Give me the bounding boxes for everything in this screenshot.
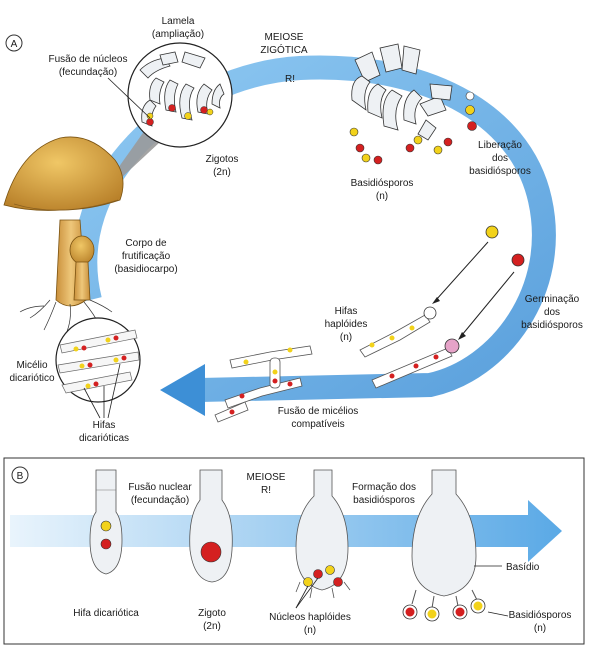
micelio-label: Micélio [16,360,48,371]
micelio-label-sub: dicariótico [9,373,54,384]
hifa-dicariotica-label: Hifa dicariótica [73,608,139,619]
panel-a: A [3,16,583,444]
germinating-hyphae [359,306,460,389]
corpo-label-2: frutificação [122,251,171,262]
falling-spores [432,225,525,340]
lamela-label: Lamela [162,16,195,27]
germinacao-label: Germinação [525,294,580,305]
cycle-arrowhead [160,364,205,416]
r-mark-a: R! [285,74,295,85]
meiose-b-label: MEIOSE [247,472,286,483]
liberacao-label-3: basidiósporos [469,166,531,177]
liberacao-label-2: dos [492,153,508,164]
germinacao-label-2: dos [544,307,560,318]
hifas-dicarioticas-pointers [83,363,121,419]
fusao-nucleos-label: Fusão de núcleos [49,54,128,65]
panel-a-badge [5,34,23,52]
basidiosporos-label: Basidiósporos [351,178,414,189]
dikaryotic-mycelium-view [55,317,141,403]
fusao-micelios-label-sub: compatíveis [291,419,344,430]
panel-a-letter: A [11,39,18,50]
germinacao-label-3: basidiósporos [521,320,583,331]
panel-b-letter: B [17,471,24,482]
liberacao-label: Liberação [478,140,522,151]
released-spores-top [349,91,477,165]
basidia-cluster [351,43,453,141]
panel-b: B [3,457,585,645]
fusao-nuclear-label-sub: (fecundação) [131,495,189,506]
nucleos-haploides-label-sub: (n) [304,625,316,636]
meiose-label: MEIOSE [265,32,304,43]
fusao-nucleos-label-sub: (fecundação) [59,67,117,78]
hifas-dicarioticas-label: Hifas [93,420,116,431]
basidiosporos-b-label-sub: (n) [534,623,546,634]
nucleos-haploides-label: Núcleos haplóides [269,612,351,623]
stage-hifa-dicariotica [89,469,123,575]
hifas-dicarioticas-label-sub: dicarióticas [79,433,129,444]
fusao-nucleos-pointers [107,77,151,119]
zigotos-label-sub: (2n) [213,167,231,178]
basidiosporos-label-sub: (n) [376,191,388,202]
zigotos-label: Zigotos [206,154,239,165]
formacao-label-sub: basidiósporos [353,495,415,506]
mycelium-fusion [214,345,313,423]
stage-basidio [402,469,486,622]
hifas-haploides-label-2: haplóides [325,319,368,330]
zigoto-label: Zigoto [198,608,226,619]
panel-b-badge [11,466,29,484]
hifas-haploides-label: Hifas [335,306,358,317]
lamella-magnified-view [127,42,233,148]
hifas-haploides-label-3: (n) [340,332,352,343]
corpo-label-3: (basidiocarpo) [114,264,177,275]
panel-b-pointers [295,565,509,617]
basidiosporos-b-label: Basidiósporos [509,610,572,621]
meiose-label-sub: ZIGÓTICA [260,43,308,56]
fusao-micelios-label: Fusão de micélios [278,406,359,417]
mushroom-basidiocarp [3,136,124,335]
basidio-label: Basídio [506,562,540,573]
stage-zigoto [189,469,233,583]
fusao-nuclear-label: Fusão nuclear [128,482,192,493]
lamela-label-sub: (ampliação) [152,29,204,40]
stage-nucleos-haploides [295,469,351,599]
formacao-label: Formação dos [352,482,416,493]
corpo-label: Corpo de [125,238,167,249]
zigoto-label-sub: (2n) [203,621,221,632]
r-mark-b: R! [261,485,271,496]
